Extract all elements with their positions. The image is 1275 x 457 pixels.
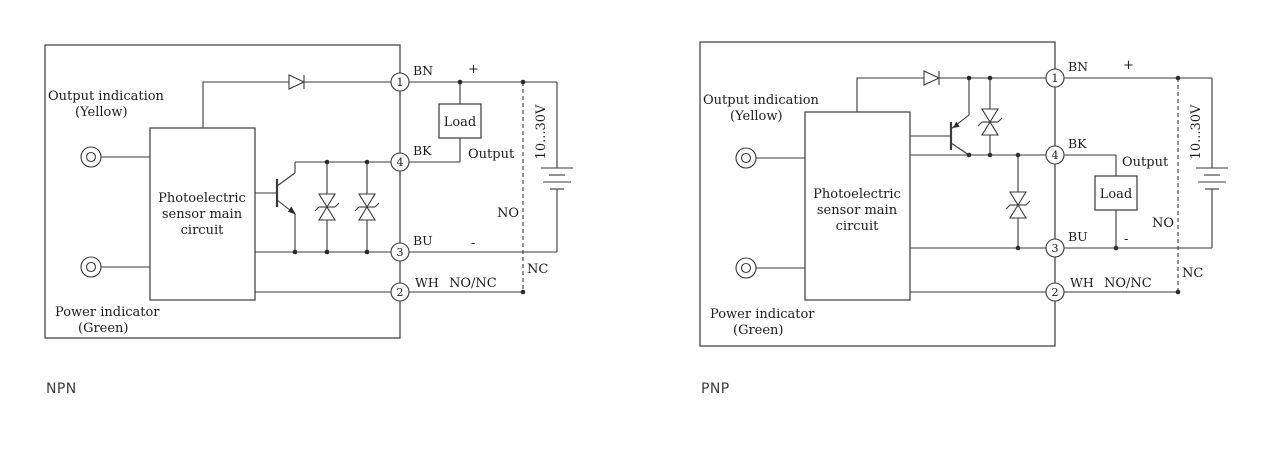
svg-text:2: 2	[1052, 286, 1059, 299]
power-indicator-label: Power indicator	[710, 307, 815, 322]
output-indicator-led-icon	[80, 146, 150, 168]
power-indicator-led-icon	[80, 256, 150, 278]
main-circuit-label-line2: sensor main	[817, 203, 898, 218]
svg-text:4: 4	[1052, 149, 1059, 162]
main-circuit-label-line3: circuit	[181, 223, 224, 238]
output-label: Output	[1122, 155, 1169, 170]
power-indicator-color-label: (Green)	[733, 323, 784, 338]
terminal-1-bn: 1	[1045, 68, 1065, 88]
pnp-supply-rail	[856, 70, 1055, 112]
surge-zener-icon-2	[354, 159, 380, 255]
npn-housing-outline	[44, 44, 401, 339]
main-circuit-label-line1: Photoelectric	[813, 187, 901, 202]
surge-zener-icon-1	[977, 75, 1003, 158]
svg-text:2: 2	[397, 286, 404, 299]
pnp-transistor-icon	[910, 75, 972, 158]
no-nc-label: NO/NC	[449, 276, 497, 291]
pnp-caption: PNP	[701, 381, 730, 397]
load-label: Load	[444, 115, 477, 130]
wire-label-bn: BN	[413, 63, 433, 78]
wire-label-wh: WH	[1070, 275, 1094, 290]
surge-zener-icon-2	[1005, 152, 1031, 251]
no-label: NO	[1152, 216, 1174, 231]
no-nc-label: NO/NC	[1104, 276, 1152, 291]
output-indication-color-label: (Yellow)	[75, 105, 128, 120]
pnp-housing-outline	[699, 41, 1056, 347]
minus-label: -	[1124, 232, 1128, 247]
output-indication-color-label: (Yellow)	[730, 109, 783, 124]
terminal-2-wh: 2	[1045, 282, 1065, 302]
wire-label-bk: BK	[413, 143, 432, 158]
no-nc-select-wire	[1175, 75, 1181, 295]
svg-text:1: 1	[397, 76, 404, 89]
power-supply-battery-icon	[1196, 78, 1228, 248]
minus-label: -	[471, 236, 475, 251]
svg-text:3: 3	[397, 246, 404, 259]
protection-diode-icon	[923, 70, 941, 86]
svg-text:4: 4	[397, 156, 404, 169]
plus-label: +	[1123, 58, 1134, 73]
nc-label: NC	[527, 262, 548, 277]
no-label: NO	[497, 206, 519, 221]
main-circuit-label-line3: circuit	[836, 219, 879, 234]
plus-label: +	[468, 62, 479, 77]
load-box: Load	[438, 79, 482, 162]
wire-label-bk: BK	[1068, 136, 1087, 151]
wire-label-bu: BU	[1068, 229, 1088, 244]
pnp-main-circuit-box: Photoelectric sensor main circuit	[804, 111, 911, 301]
npn-terminals: 1 BN 4 BK 3 BU 2 WH	[390, 63, 439, 302]
output-indication-label: Output indication	[703, 93, 820, 108]
wire-label-bu: BU	[413, 233, 433, 248]
pnp-terminals: 1 BN 4 BK 3 BU 2 WH	[1045, 59, 1094, 302]
voltage-range-label: 10...30V	[1189, 104, 1204, 159]
wire-label-wh: WH	[415, 275, 439, 290]
svg-text:1: 1	[1052, 72, 1059, 85]
no-nc-select-wire	[520, 79, 526, 295]
npn-transistor-icon	[255, 162, 296, 252]
voltage-range-label: 10...30V	[534, 104, 549, 159]
wire-label-bn: BN	[1068, 59, 1088, 74]
terminal-4-bk: 4	[1045, 145, 1065, 165]
terminal-2-wh: 2	[390, 282, 410, 302]
terminal-1-bn: 1	[390, 72, 410, 92]
output-indicator-led-icon	[735, 147, 805, 169]
terminal-3-bu: 3	[1045, 238, 1065, 258]
npn-diagram: Photoelectric sensor main circuit Output…	[44, 44, 573, 397]
pnp-signal-wires	[910, 154, 1055, 293]
power-indicator-color-label: (Green)	[78, 321, 129, 336]
power-supply-battery-icon	[541, 82, 573, 252]
nc-label: NC	[1182, 266, 1203, 281]
pnp-diagram: Photoelectric sensor main circuit Output…	[699, 41, 1228, 397]
npn-supply-rail	[202, 74, 400, 128]
svg-text:3: 3	[1052, 242, 1059, 255]
load-box: Load	[1094, 155, 1138, 251]
npn-caption: NPN	[46, 381, 77, 397]
pnp-external-circuit: + Output Load - NO/NC NO NC	[1064, 58, 1228, 295]
terminal-3-bu: 3	[390, 242, 410, 262]
power-indicator-label: Power indicator	[55, 305, 160, 320]
protection-diode-icon	[288, 74, 306, 90]
main-circuit-label-line2: sensor main	[162, 207, 243, 222]
surge-zener-icon-1	[314, 159, 340, 255]
npn-external-circuit: + Load Output - NO/NC NO NC	[409, 62, 573, 295]
output-indication-label: Output indication	[48, 89, 165, 104]
npn-main-circuit-box: Photoelectric sensor main circuit	[149, 127, 256, 301]
terminal-4-bk: 4	[390, 152, 410, 172]
output-label: Output	[468, 147, 515, 162]
load-label: Load	[1100, 187, 1133, 202]
power-indicator-led-icon	[735, 257, 805, 279]
main-circuit-label-line1: Photoelectric	[158, 191, 246, 206]
